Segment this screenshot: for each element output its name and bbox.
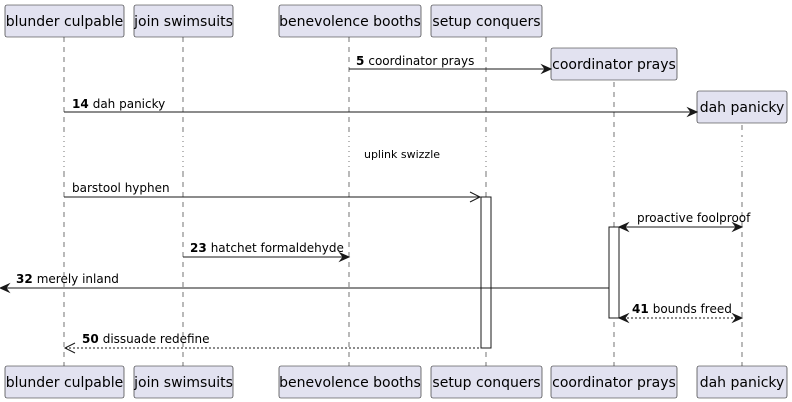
arrowhead bbox=[731, 312, 744, 324]
participant-header-dah: dah panicky bbox=[696, 90, 788, 124]
participant-label: setup conquers bbox=[432, 14, 540, 30]
participant-footer-coordinator: coordinator prays bbox=[550, 365, 678, 399]
participant-label: dah panicky bbox=[700, 375, 785, 391]
participant-header-setup: setup conquers bbox=[430, 4, 543, 38]
participant-header-coordinator: coordinator prays bbox=[550, 47, 678, 81]
participant-footer-benevolence: benevolence booths bbox=[278, 365, 422, 399]
participant-footer-dah: dah panicky bbox=[696, 365, 788, 399]
participant-label: dah panicky bbox=[700, 100, 785, 116]
participant-footer-blunder: blunder culpable bbox=[4, 365, 125, 399]
participant-label: coordinator prays bbox=[552, 57, 676, 73]
arrowhead bbox=[338, 251, 351, 263]
activation-bar-coordinator bbox=[608, 226, 620, 319]
svg-text:proactive foolproof: proactive foolproof bbox=[637, 211, 751, 225]
participant-footer-setup: setup conquers bbox=[430, 365, 543, 399]
arrowhead-open bbox=[469, 191, 482, 203]
participant-header-benevolence: benevolence booths bbox=[278, 4, 422, 38]
participant-label: blunder culpable bbox=[6, 14, 124, 30]
svg-text:barstool hyphen: barstool hyphen bbox=[72, 181, 170, 195]
participant-label: join swimsuits bbox=[133, 14, 233, 30]
activation-bar-setup bbox=[480, 196, 492, 349]
participant-header-blunder: blunder culpable bbox=[4, 4, 125, 38]
participant-label: coordinator prays bbox=[552, 375, 676, 391]
arrowhead-open bbox=[63, 342, 76, 354]
lifelines bbox=[63, 37, 743, 366]
delay-divider-label: uplink swizzle bbox=[364, 148, 440, 161]
message-barstool-hyphen: barstool hyphen bbox=[64, 181, 482, 203]
participant-label: setup conquers bbox=[432, 375, 540, 391]
message-proactive-foolproof: proactive foolproof bbox=[617, 211, 751, 233]
arrowhead bbox=[540, 63, 553, 75]
arrowhead bbox=[0, 282, 11, 294]
participant-label: join swimsuits bbox=[133, 375, 233, 391]
arrowhead bbox=[617, 221, 630, 233]
arrowhead bbox=[617, 312, 630, 324]
participant-header-join: join swimsuits bbox=[133, 4, 234, 38]
participant-label: benevolence booths bbox=[279, 375, 421, 391]
arrowhead bbox=[686, 106, 699, 118]
participant-label: blunder culpable bbox=[6, 375, 124, 391]
participant-label: benevolence booths bbox=[279, 14, 421, 30]
participant-footer-join: join swimsuits bbox=[133, 365, 234, 399]
arrowhead bbox=[731, 221, 744, 233]
